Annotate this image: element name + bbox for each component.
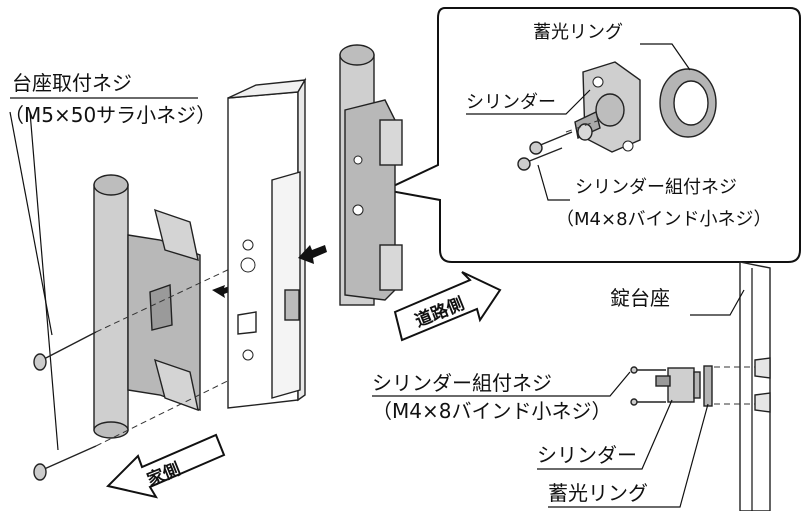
house-side-arrow xyxy=(106,433,226,499)
outer-handle xyxy=(93,174,201,439)
base-screw-upper xyxy=(33,331,97,371)
label-base-screw: 台座取付ネジ xyxy=(12,71,132,95)
label-cylinder-bottom: シリンダー xyxy=(537,443,637,467)
label-lock-base: 錠台座 xyxy=(610,286,670,310)
arrow-left-icon xyxy=(298,245,327,264)
label-cylinder-screw-top: シリンダー組付ネジ xyxy=(575,177,737,198)
base-screw-lower xyxy=(33,445,97,481)
section-cylinder xyxy=(655,367,701,403)
callout-cylinder xyxy=(574,61,641,153)
label-base-screw-spec: （M5×50サラ小ネジ） xyxy=(4,103,216,127)
road-side-arrow xyxy=(393,271,502,342)
label-cylinder-screw-bottom: シリンダー組付ネジ xyxy=(372,371,552,395)
label-cylinder-screw-spec-top: （M4×8バインド小ネジ） xyxy=(556,209,772,230)
label-phosphor-ring-top: 蓄光リング xyxy=(533,22,623,43)
section-screws xyxy=(630,366,666,406)
callout-screws xyxy=(517,119,601,171)
inner-handle xyxy=(339,44,403,306)
label-phosphor-ring-bottom: 蓄光リング xyxy=(548,481,648,505)
lock-base-section xyxy=(739,261,771,511)
label-cylinder-screw-spec-bottom: （M4×8バインド小ネジ） xyxy=(372,399,611,423)
callout-phosphor-ring xyxy=(659,68,717,138)
section-phosphor-ring xyxy=(703,365,713,407)
door-post xyxy=(227,77,307,409)
label-cylinder-top: シリンダー xyxy=(466,92,556,113)
